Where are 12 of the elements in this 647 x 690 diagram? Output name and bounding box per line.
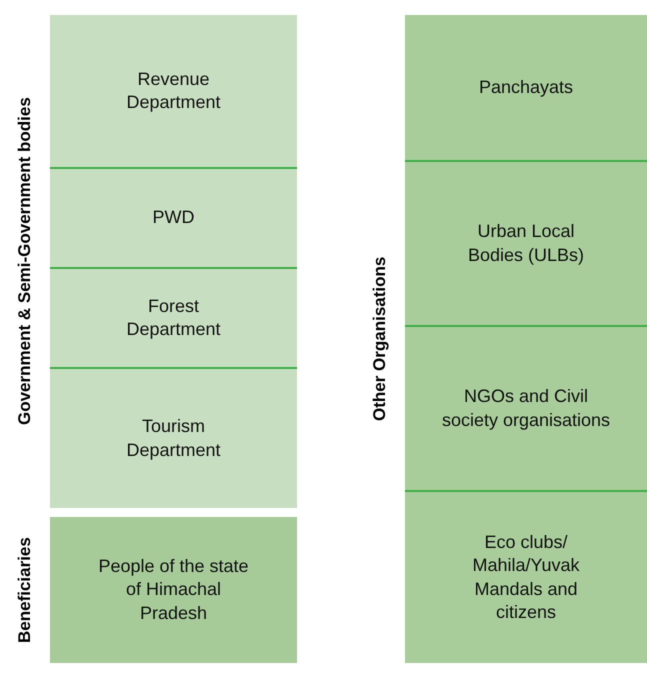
category-cell: PWD [50, 167, 297, 267]
category-cell: Eco clubs/ Mahila/Yuvak Mandals and citizens [405, 490, 647, 663]
category-cell: Revenue Department [50, 15, 297, 167]
panel-heading: Beneficiaries [14, 536, 35, 645]
category-cell: NGOs and Civil society organisations [405, 325, 647, 490]
category-cell: Panchayats [405, 15, 647, 160]
box-text: People of the state of Himachal Pradesh [97, 554, 250, 625]
category-cell: Tourism Department [50, 367, 297, 508]
panel-heading: Other Organisations [369, 256, 390, 424]
category-cell: Urban Local Bodies (ULBs) [405, 160, 647, 325]
panel-heading: Government & Semi-Government bodies [14, 96, 35, 428]
category-cell: Forest Department [50, 267, 297, 367]
